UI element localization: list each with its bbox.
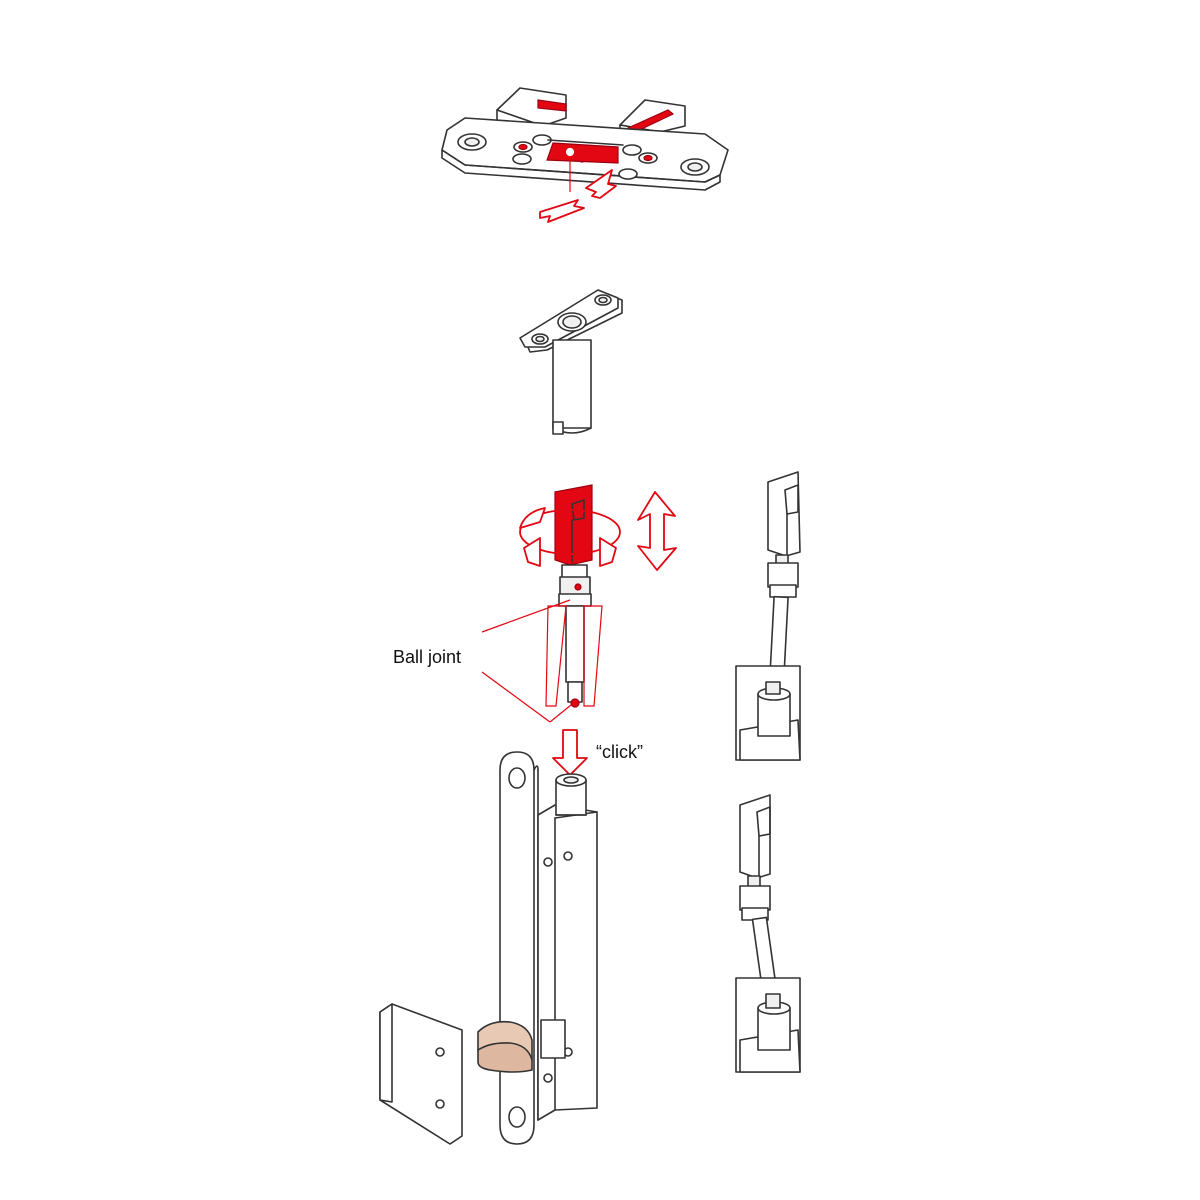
angle-bracket — [379, 1003, 463, 1145]
flush-bolt-body — [499, 751, 598, 1145]
bolt-guide — [519, 289, 623, 435]
detail-view-2 — [735, 794, 801, 1073]
bolt-rod-assembly — [519, 484, 677, 708]
down-arrow-icon — [552, 729, 588, 776]
ball-joint-callout — [481, 599, 572, 723]
sliding-arrow-icon — [539, 157, 617, 223]
wood-spacer-block — [477, 1020, 533, 1073]
click-label: “click” — [596, 742, 643, 762]
rotation-arrow-icon — [519, 507, 621, 567]
ball-joint-label: Ball joint — [393, 647, 462, 667]
up-down-arrow-icon — [637, 491, 677, 571]
detail-view-1 — [735, 471, 801, 761]
strike-plate — [441, 87, 729, 223]
